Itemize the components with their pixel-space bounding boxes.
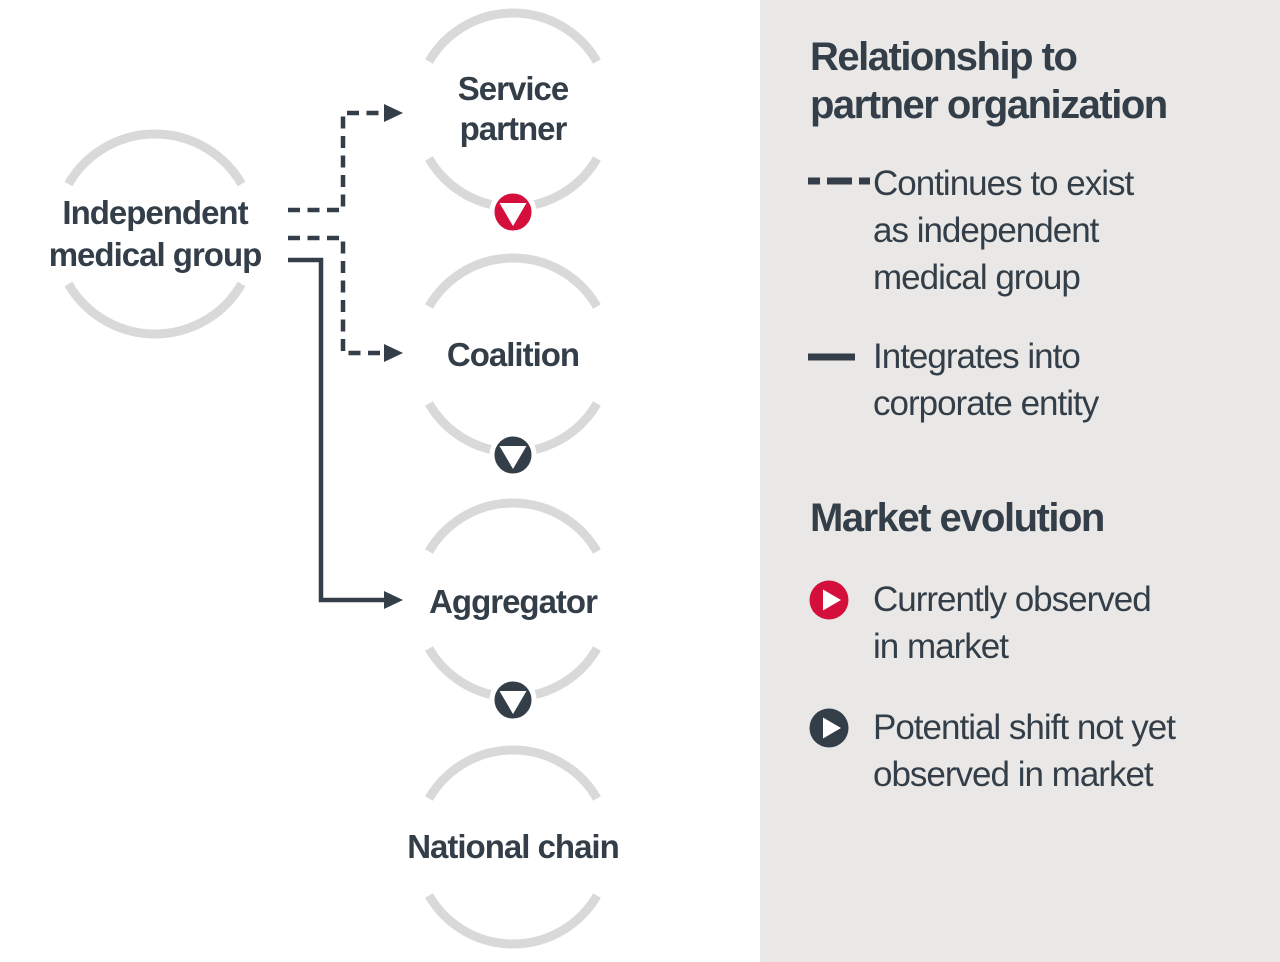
circle-independent-medical-group bbox=[64, 129, 246, 339]
potential-shift-marker-icon bbox=[489, 676, 537, 724]
node-label-coalition: Coalition bbox=[446, 336, 580, 373]
currently-observed-marker-icon bbox=[489, 188, 537, 236]
down-triangle-icon bbox=[499, 446, 527, 469]
legend-panel: Relationship to partner organization Con… bbox=[760, 0, 1280, 962]
node-label-national-chain: National chain bbox=[407, 828, 620, 865]
node-label-aggregator: Aggregator bbox=[429, 583, 598, 620]
node-label-independent-medical-group: Independent medical group bbox=[48, 194, 263, 273]
arrowhead-icon bbox=[384, 344, 403, 362]
legend-item-currently-observed: Currently observed in market bbox=[873, 580, 1152, 666]
arrowhead-icon bbox=[384, 591, 403, 609]
solid-line-icon bbox=[808, 353, 855, 361]
legend-title-market-evolution: Market evolution bbox=[810, 496, 1105, 540]
circle-national-chain bbox=[425, 745, 601, 949]
down-triangle-icon bbox=[499, 203, 527, 226]
dashed-line-icon bbox=[808, 177, 870, 185]
connector-dashed-to-coalition bbox=[288, 235, 403, 362]
connector-dashed-to-service-partner bbox=[288, 104, 403, 213]
legend-item-potential-shift: Potential shift not yet observed in mark… bbox=[873, 708, 1176, 794]
arrowhead-icon bbox=[384, 104, 403, 122]
red-play-icon bbox=[809, 580, 849, 620]
node-label-service-partner: Service partner bbox=[457, 70, 569, 147]
legend-item-continues-to-exist: Continues to exist as independent medica… bbox=[873, 164, 1134, 297]
legend-item-integrates: Integrates into corporate entity bbox=[873, 337, 1099, 423]
legend-title-relationship: Relationship to partner organization bbox=[810, 35, 1168, 127]
potential-shift-marker-icon bbox=[489, 431, 537, 479]
connector-solid-to-aggregator bbox=[288, 257, 403, 609]
dark-play-icon bbox=[809, 708, 849, 748]
down-triangle-icon bbox=[499, 691, 527, 714]
flow-diagram bbox=[64, 8, 601, 949]
